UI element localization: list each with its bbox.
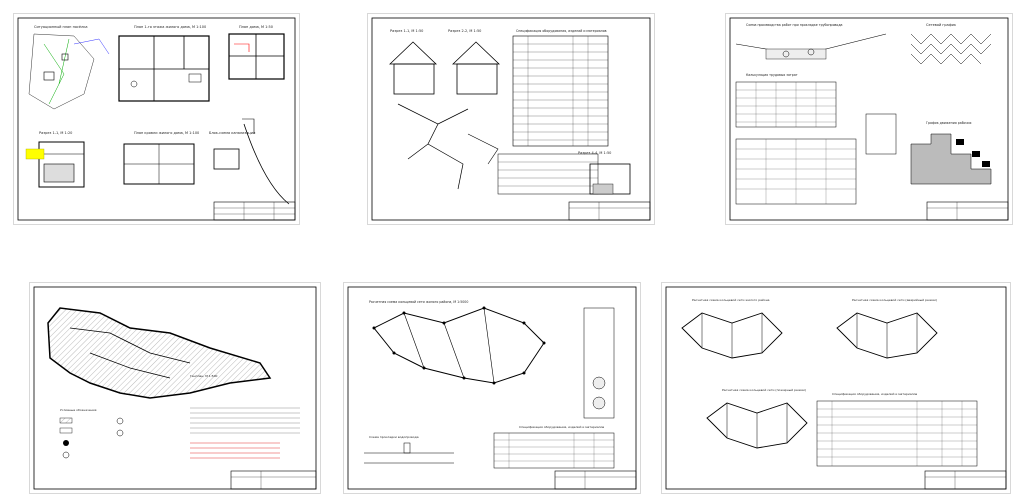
sheet-1-title-scheme: Блок-схема канализации bbox=[209, 131, 255, 135]
drawing-sheet-5[interactable]: Расчетная схема кольцевой сети жилого ра… bbox=[344, 283, 640, 493]
sheet-3-title-works: Схема производства работ при прокладке т… bbox=[746, 23, 843, 27]
sheet-1-title-floorplan: План 1-го этажа жилого дома, М 1:100 bbox=[134, 25, 206, 29]
sheet-3-drawing: Схема производства работ при прокладке т… bbox=[729, 17, 1009, 221]
sheet-2-title-section4: Разрез 4-4, М 1:50 bbox=[578, 151, 611, 155]
sheet-3-title-network: Сетевой график bbox=[926, 23, 956, 27]
sheet-6-title-fire: Расчетная схема кольцевой сети (пожарный… bbox=[722, 388, 806, 392]
sheet-1-title-situation: Ситуационный план посёлка bbox=[34, 25, 88, 29]
sheet-3-title-labor: Калькуляция трудовых затрат bbox=[746, 73, 798, 77]
sheet-6-drawing: Расчетная схема кольцевой сети жилого ра… bbox=[665, 286, 1007, 490]
sheet-3-title-workforce: График движения рабочих bbox=[926, 121, 972, 125]
sheet-5-title-spec: Спецификация оборудования, изделий и мат… bbox=[519, 425, 604, 429]
sheet-6-title-spec: Спецификация оборудования, изделий и мат… bbox=[832, 392, 917, 396]
sheet-2-drawing: Разрез 1-1, М 1:50 Разрез 2-2, М 1:50 Сп… bbox=[371, 17, 651, 221]
sheet-4-title-genplan: Генплан, М 1:500 bbox=[190, 374, 218, 378]
sheet-1-drawing: Ситуационный план посёлка План 1-го этаж… bbox=[17, 17, 296, 221]
drawing-sheet-6[interactable]: Расчетная схема кольцевой сети жилого ра… bbox=[662, 283, 1010, 493]
sheet-5-title-laying: Схема прокладки водопровода bbox=[369, 435, 419, 439]
sheet-1-title-section: Разрез 1-1, М 1:20 bbox=[39, 131, 72, 135]
sheet-4-drawing: Генплан, М 1:500 Условные обозначения bbox=[33, 286, 317, 490]
sheet-5-title-network: Расчетная схема кольцевой сети жилого ра… bbox=[369, 300, 468, 304]
drawing-sheet-1[interactable]: Ситуационный план посёлка План 1-го этаж… bbox=[14, 14, 299, 224]
sheet-1-title-plan50: План дома, М 1:50 bbox=[239, 25, 273, 29]
sheet-2-title-section1: Разрез 1-1, М 1:50 bbox=[390, 29, 423, 33]
sheet-2-title-spec: Спецификация оборудования, изделий и мат… bbox=[516, 29, 607, 33]
sheet-5-drawing: Расчетная схема кольцевой сети жилого ра… bbox=[347, 286, 637, 490]
sheet-2-title-section2: Разрез 2-2, М 1:50 bbox=[448, 29, 481, 33]
drawing-sheet-4[interactable]: Генплан, М 1:500 Условные обозначения bbox=[30, 283, 320, 493]
drawing-sheet-3[interactable]: Схема производства работ при прокладке т… bbox=[726, 14, 1012, 224]
sheet-6-title-emergency: Расчетная схема кольцевой сети (аварийны… bbox=[852, 298, 937, 302]
sheet-1-title-roof: План кровли жилого дома, М 1:100 bbox=[134, 131, 199, 135]
drawing-sheet-2[interactable]: Разрез 1-1, М 1:50 Разрез 2-2, М 1:50 Сп… bbox=[368, 14, 654, 224]
sheet-4-title-legend: Условные обозначения bbox=[60, 408, 97, 412]
sheet-6-title-normal: Расчетная схема кольцевой сети жилого ра… bbox=[692, 298, 770, 302]
